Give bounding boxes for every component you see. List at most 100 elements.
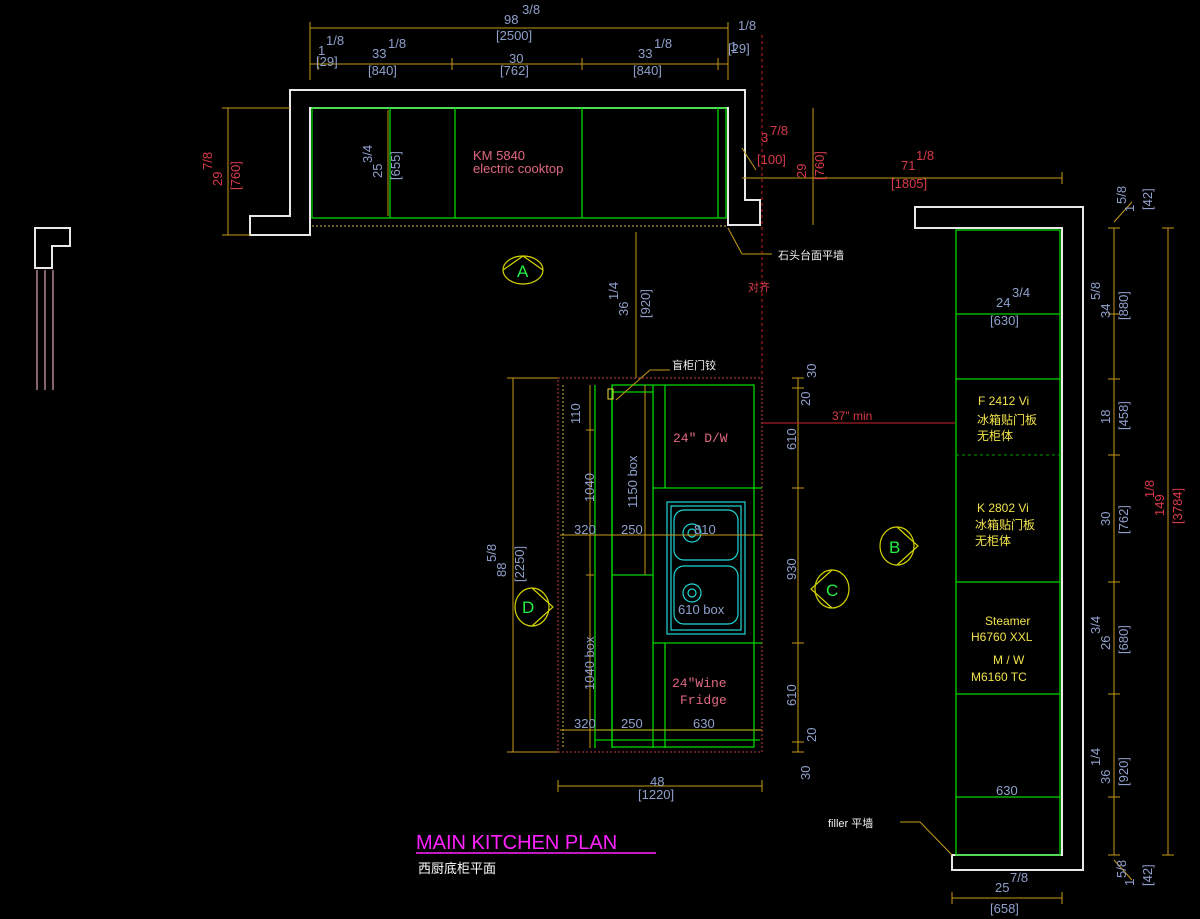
dim-cab-depth-mm: [655] [388,151,403,180]
dim-r4-frac: 3/4 [1088,616,1103,634]
dim-20a: 20 [798,392,813,406]
dim-610-box: 610 box [678,602,725,617]
dim-island-width: 48 [650,774,664,789]
dim-r5-mm: [920] [1116,757,1131,786]
right-dimensions [900,201,1174,904]
dim-aisle-mm: [920] [638,289,653,318]
dim-col-width-mm: [630] [990,313,1019,328]
dishwasher-label: 24" D/W [673,431,728,446]
dim-110: 110 [568,403,583,424]
dim-w2-frac: 1/8 [388,36,406,51]
dim-810: 810 [694,522,716,537]
dim-island-width-mm: [1220] [638,787,674,802]
dim-right-depth: 29 [794,164,809,178]
dim-w2-mm: [840] [368,63,397,78]
dim-w1-mm: [29] [316,54,338,69]
dim-right-bottom-frac: 5/8 [1114,860,1129,878]
dim-bottom-width-mm: [658] [990,901,1019,916]
dim-r3-mm: [762] [1116,505,1131,534]
dim-30a: 30 [804,364,819,378]
dim-gap-right: 3 [761,130,768,145]
steamer-label-1: Steamer [985,614,1030,628]
dim-aisle: 36 [616,302,631,316]
dim-island-length: 88 [494,563,509,577]
dim-col-width: 24 [996,295,1010,310]
dim-320b: 320 [574,716,596,731]
dim-col-width-frac: 3/4 [1012,285,1030,300]
min-clearance: 37" min [832,409,872,423]
stone-note: 石头台面平墙 [778,248,844,262]
dim-1040a: 1040 [582,473,597,502]
fridge-f-nobox: 无柜体 [977,429,1013,443]
dim-w5-frac: 1/8 [738,18,756,33]
dim-aisle-frac: 1/4 [606,282,621,300]
section-marker-d [514,587,554,627]
dim-250b: 250 [621,716,643,731]
plan-subtitle: 西厨底柜平面 [418,861,496,876]
top-dimensions [222,22,1063,378]
dim-630a: 630 [693,716,715,731]
fridge-k-panel: 冰箱贴门板 [975,517,1035,532]
dim-r5-frac: 1/4 [1088,748,1103,766]
dim-w5-mm: [29] [728,41,750,56]
dim-20b: 20 [804,728,819,742]
dim-w1: 1 [318,43,325,58]
hinge-note: 盲柜门铰 [672,358,716,372]
steamer-label-3: M / W [993,653,1025,667]
dim-right-total-frac: 1/8 [1142,480,1157,498]
plan-title: MAIN KITCHEN PLAN [416,832,617,854]
top-cabinet-run [249,89,761,236]
dim-left-depth: 29 [210,172,225,186]
dim-w5: 1 [730,39,737,54]
wine-fridge-label-1: 24"Wine [672,676,727,691]
dim-w4: 33 [638,46,652,61]
dim-run-right-frac: 1/8 [916,148,934,163]
dim-r2: 18 [1098,410,1113,424]
dim-right-bottom: 1 [1122,879,1137,886]
dim-right-top-mm: [42] [1140,188,1155,210]
dim-island-length-frac: 5/8 [484,544,499,562]
dim-r4: 26 [1098,636,1113,650]
dim-w4-frac: 1/8 [654,36,672,51]
dim-bottom-width-frac: 7/8 [1010,870,1028,885]
dim-run-right: 71 [901,158,915,173]
dim-cab-depth: 25 [370,164,385,178]
dim-r3: 30 [1098,512,1113,526]
section-marker-b [879,526,919,566]
section-marker-c [810,569,850,609]
section-d-label: D [522,598,534,617]
section-a-label: A [517,262,529,281]
dim-left-depth-frac: 7/8 [200,152,215,170]
dim-r1: 34 [1098,304,1113,318]
dim-r2-mm: [458] [1116,401,1131,430]
dim-bottom-width: 25 [995,880,1009,895]
dim-30b: 30 [798,766,813,780]
dim-right-top-frac: 5/8 [1114,186,1129,204]
dim-w3-mm: [762] [500,63,529,78]
section-b-label: B [889,538,900,557]
dim-w4-mm: [840] [633,63,662,78]
dim-gap-right-mm: [100] [757,152,786,167]
dim-gap-right-frac: 7/8 [770,123,788,138]
dim-930: 930 [784,558,799,580]
dim-top-total-mm: [2500] [496,28,532,43]
fridge-k-nobox: 无柜体 [975,534,1011,548]
dim-right-total: 149 [1152,494,1167,516]
section-marker-a [502,255,544,285]
dim-w3: 30 [509,51,523,66]
dim-right-depth-mm: [760] [812,151,827,180]
fridge-f-panel: 冰箱贴门板 [977,412,1037,427]
dim-cab-depth-frac: 3/4 [360,145,375,163]
island-dimensions [507,369,804,792]
left-wall-fragment [34,227,71,390]
steamer-label-2: H6760 XXL [971,630,1033,644]
wine-fridge-label-2: Fridge [680,693,727,708]
dim-run-right-mm: [1805] [891,176,927,191]
fridge-k-label: K 2802 Vi [977,501,1029,515]
cooktop-label-1: KM 5840 [473,148,525,163]
section-c-label: C [826,581,838,600]
dim-r1-mm: [880] [1116,291,1131,320]
dim-top-total: 98 [504,12,518,27]
align-note: 对齐 [748,280,770,294]
